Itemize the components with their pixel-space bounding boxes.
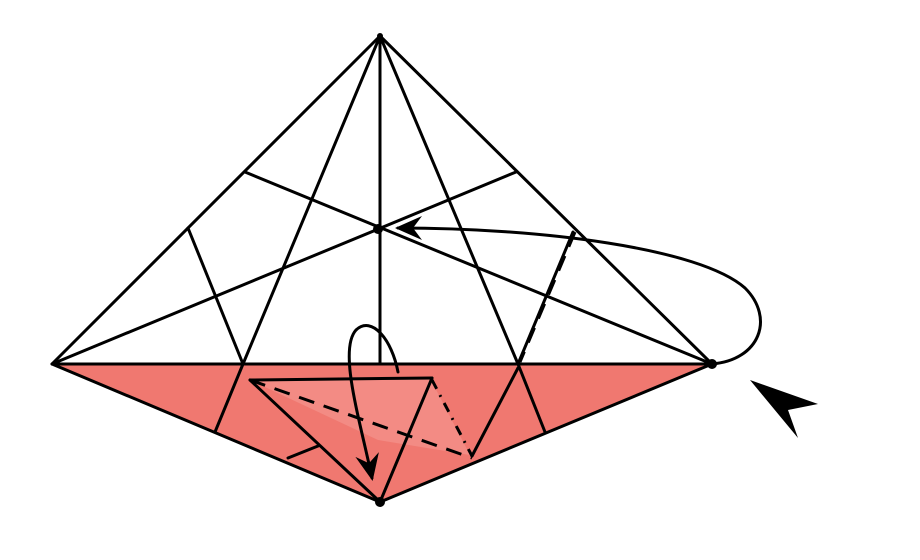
mountain-fold-line [430,366,520,458]
swivel-arrow-to-center [395,216,762,366]
tuck-arrow-to-bottom [347,324,400,481]
flip-over-pointer [750,380,818,438]
bottom-point [375,497,385,507]
apex-point [377,33,383,39]
folded-flap-region [250,378,470,455]
valley-fold-lines [249,231,577,460]
center-point [373,224,383,234]
